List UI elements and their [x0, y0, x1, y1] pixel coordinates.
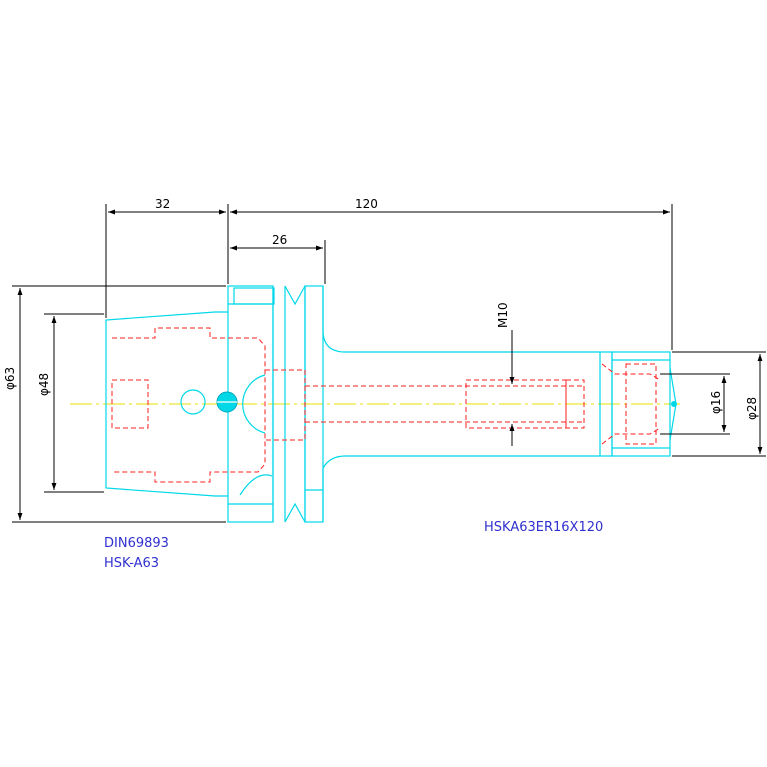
tool-holder-outline [105, 285, 677, 523]
part-number-note: HSKA63ER16X120 [484, 520, 604, 535]
interface-note: HSK-A63 [104, 556, 160, 571]
dim-phi28-label: φ28 [745, 397, 759, 420]
tip-point-icon [671, 401, 677, 407]
dim-phi48-label: φ48 [37, 373, 51, 396]
standard-note: DIN69893 [104, 536, 169, 551]
dim-32-label: 32 [155, 197, 170, 211]
hidden-lines [111, 327, 661, 483]
dim-phi63-label: φ63 [3, 367, 17, 390]
drive-slot-circle [180, 389, 206, 415]
dim-120-label: 120 [355, 197, 378, 211]
dim-m10-label: M10 [496, 302, 510, 328]
dim-phi16-label: φ16 [709, 391, 723, 414]
dim-26-label: 26 [272, 233, 287, 247]
dimension-lines [12, 204, 766, 523]
